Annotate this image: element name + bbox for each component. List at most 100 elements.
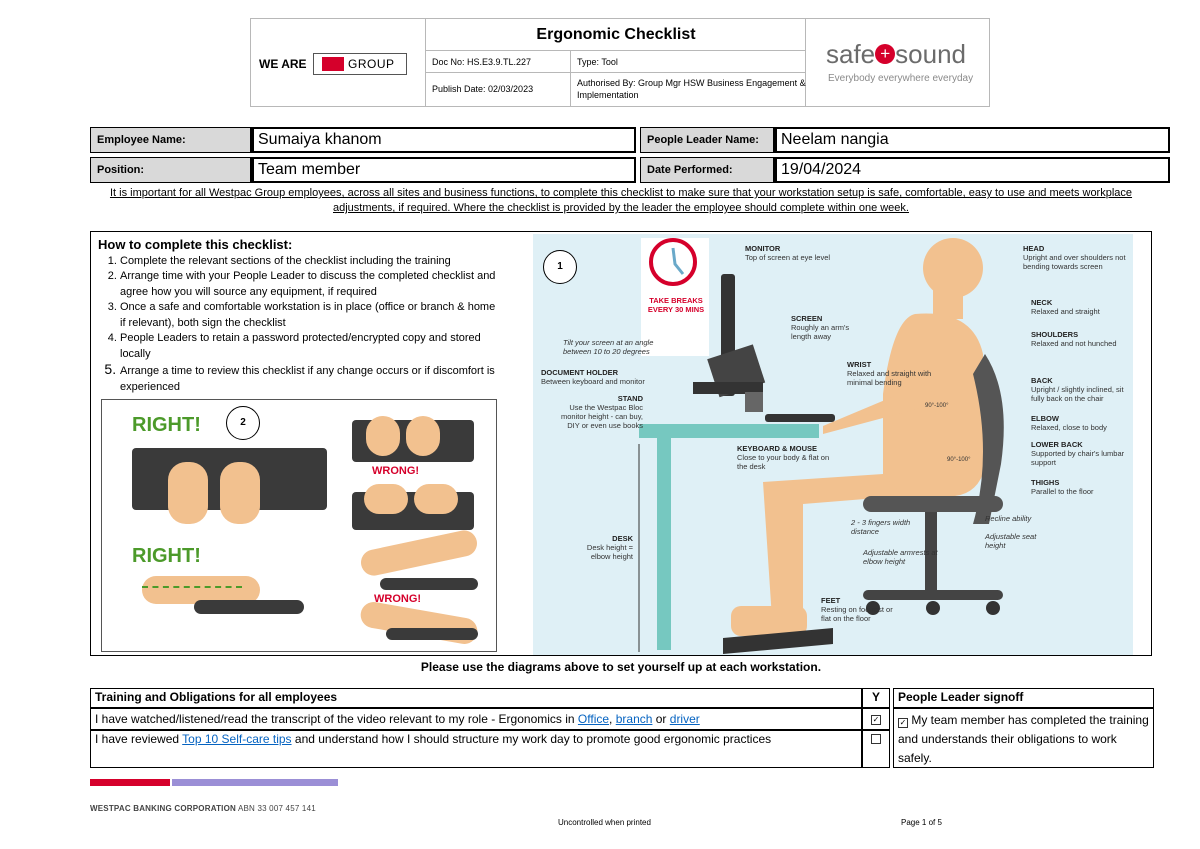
selfcare-check-cell [862, 730, 890, 768]
chair-base [863, 590, 1003, 600]
keyboard-side-image [386, 628, 478, 640]
authorised-by: Authorised By: Group Mgr HSW Business En… [577, 78, 806, 100]
people-leader-label: People Leader Name: [640, 127, 774, 153]
position-field[interactable]: Team member [251, 157, 636, 183]
hand-image [364, 484, 408, 514]
signoff-header: People Leader signoff [893, 688, 1154, 708]
office-video-link[interactable]: Office [577, 712, 610, 726]
keyboard-posture-diagram: 2 RIGHT! WRONG! RIGHT! WRONG! [101, 399, 497, 652]
doc-info-row-2: Publish Date: 02/03/2023 Authorised By: … [426, 73, 806, 106]
how-to-step: People Leaders to retain a password prot… [120, 331, 498, 362]
hand-image [414, 484, 458, 514]
training-header: Training and Obligations for all employe… [90, 688, 862, 708]
person-torso [883, 313, 983, 497]
how-to-step: Once a safe and comfortable workstation … [120, 300, 498, 331]
diagrams-frame: How to complete this checklist: Complete… [90, 231, 1152, 656]
footer-stripe-purple [172, 779, 338, 786]
self-care-tips-link[interactable]: Top 10 Self-care tips [182, 732, 292, 746]
people-leader-field[interactable]: Neelam nangia [774, 127, 1170, 153]
page-number: Page 1 of 5 [901, 818, 942, 827]
wrong-label: WRONG! [374, 593, 422, 605]
person-legs [763, 474, 903, 636]
desk-leg [657, 438, 671, 650]
how-to-step: Arrange a time to review this checklist … [120, 362, 498, 395]
angle-label: 90°-100° [947, 457, 971, 463]
keyboard-side-image [380, 578, 478, 590]
safe-sound-logo-cell: safe+sound Everybody everywhere everyday [806, 19, 989, 106]
recline-label: Recline ability [985, 514, 1032, 523]
training-row-selfcare: I have reviewed Top 10 Self-care tips an… [90, 730, 862, 768]
how-to-step: Arrange time with your People Leader to … [120, 269, 498, 300]
keyboard-side-image [194, 600, 304, 614]
uncontrolled-notice: Uncontrolled when printed [558, 818, 651, 827]
y-column-header: Y [862, 688, 890, 708]
left-hand-image [168, 462, 208, 524]
publish-date: Publish Date: 02/03/2023 [426, 73, 571, 106]
document-title: Ergonomic Checklist [426, 19, 806, 51]
right-label: RIGHT! [132, 414, 201, 436]
westpac-w-icon [322, 57, 344, 71]
hand-image [406, 416, 440, 456]
selfcare-checkbox[interactable] [871, 734, 881, 744]
position-label: Position: [90, 157, 251, 183]
safe-sound-tagline: Everybody everywhere everyday [828, 73, 974, 84]
branch-video-link[interactable]: branch [615, 712, 653, 726]
signoff-checkbox[interactable]: ✓ [898, 718, 908, 728]
footer-stripe-red [90, 779, 170, 786]
doc-type: Type: Tool [577, 57, 618, 67]
clock-icon [649, 238, 697, 286]
employee-name-field[interactable]: Sumaiya khanom [251, 127, 636, 153]
person-arm [823, 384, 943, 434]
date-performed-label: Date Performed: [640, 157, 774, 183]
armrests-label: Adjustable armrests at elbow height [863, 548, 938, 566]
hand-image [366, 416, 400, 456]
right-hand-image [220, 462, 260, 524]
training-table: Training and Obligations for all employe… [90, 688, 1154, 772]
chair-back [973, 354, 1004, 524]
westpac-group-logo: GROUP [313, 53, 407, 75]
finger-gap-label: 2 - 3 fingers width distance [851, 518, 911, 536]
desk-top [639, 424, 819, 438]
videos-checkbox[interactable]: ✓ [871, 715, 881, 725]
keyboard-shape [765, 414, 835, 422]
document-info-cell: Ergonomic Checklist Doc No: HS.E3.9.TL.2… [426, 19, 806, 106]
chair-seat [863, 496, 1003, 512]
driver-video-link[interactable]: driver [669, 712, 700, 726]
videos-check-cell: ✓ [862, 708, 890, 730]
westpac-group-logo-cell: WE ARE GROUP [251, 19, 426, 106]
forearm-image [142, 576, 260, 604]
person-head [923, 238, 983, 298]
date-performed-field[interactable]: 19/04/2024 [774, 157, 1170, 183]
how-to-title: How to complete this checklist: [98, 237, 293, 252]
how-to-box: How to complete this checklist: Complete… [92, 233, 504, 398]
signoff-cell: ✓ My team member has completed the train… [893, 708, 1154, 768]
how-to-steps: Complete the relevant sections of the ch… [98, 254, 498, 396]
seat-height-label: Adjustable seat height [985, 532, 1037, 550]
signoff-text: My team member has completed the trainin… [898, 713, 1149, 765]
diagram-badge-1: 1 [543, 250, 577, 284]
document-header: WE ARE GROUP Ergonomic Checklist Doc No:… [250, 18, 990, 107]
we-are-text: WE ARE [259, 57, 307, 71]
company-name: WESTPAC BANKING CORPORATION ABN 33 007 4… [90, 804, 316, 813]
chair-post [925, 512, 937, 592]
intro-text: It is important for all Westpac Group em… [109, 187, 1133, 214]
diagram-caption: Please use the diagrams above to set you… [420, 660, 822, 674]
footrest [723, 628, 833, 654]
workstation-illustration [638, 238, 1004, 654]
